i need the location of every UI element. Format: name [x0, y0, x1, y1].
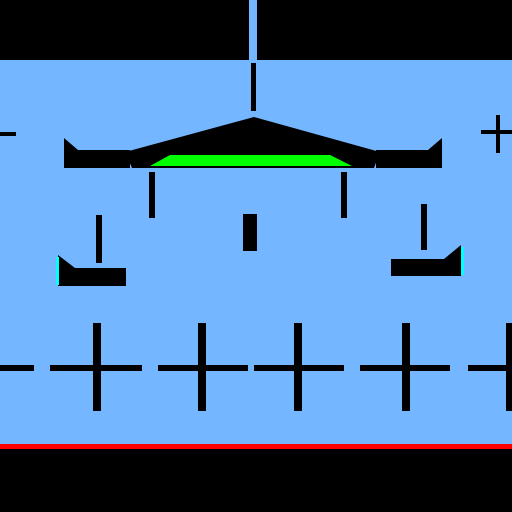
bottom-grid-markers	[0, 323, 512, 411]
right-leg	[341, 172, 347, 218]
right-pad-edge	[461, 247, 464, 275]
grid-cross-4-v	[402, 323, 410, 411]
grid-cross-5-h	[468, 365, 512, 371]
grid-cross-5-v	[506, 323, 512, 411]
grid-dash-left	[0, 365, 34, 371]
left-pad-base	[58, 255, 126, 286]
left-leg	[149, 172, 155, 218]
central-craft	[64, 117, 442, 168]
center-marker	[243, 214, 257, 251]
left-edge-dash	[0, 132, 16, 136]
left-landing-pad	[56, 215, 126, 286]
left-pad-post	[96, 215, 102, 263]
right-pad-base	[391, 245, 461, 276]
right-wing	[376, 138, 442, 168]
grid-cross-3-v	[294, 323, 302, 411]
left-wing	[64, 138, 130, 168]
right-landing-pad	[391, 204, 464, 276]
cockpit-glow	[150, 155, 352, 166]
right-plus-marker	[481, 115, 512, 153]
left-pad-edge	[56, 257, 59, 285]
ground-line	[0, 444, 512, 449]
right-pad-post	[421, 204, 427, 250]
tether-line	[251, 63, 256, 111]
grid-cross-1-v	[93, 323, 101, 411]
grid-cross-2-v	[198, 323, 206, 411]
top-gauge-bar	[249, 0, 257, 60]
